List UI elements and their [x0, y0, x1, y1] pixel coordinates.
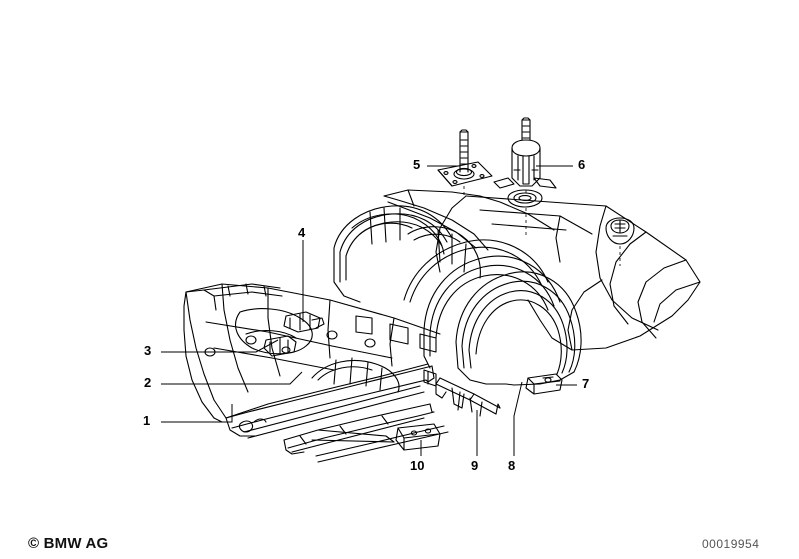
leader-2 — [161, 371, 303, 385]
leader-8 — [513, 381, 523, 456]
leader-3 — [161, 339, 279, 353]
callout-label-10: 10 — [410, 458, 425, 473]
callout-label-8: 8 — [508, 458, 516, 473]
diagram-reference-number: 00019954 — [702, 537, 760, 551]
leader-1 — [161, 404, 233, 423]
body-shell-assembly — [183, 117, 701, 463]
copyright-notice: © BMW AG — [28, 535, 109, 552]
callout-label-9: 9 — [471, 458, 479, 473]
callout-label-3: 3 — [144, 343, 152, 358]
callout-label-4: 4 — [298, 225, 306, 240]
callout-label-7: 7 — [582, 376, 590, 391]
callout-label-2: 2 — [144, 375, 152, 390]
callout-leader-lines — [161, 165, 577, 456]
callout-label-6: 6 — [578, 157, 586, 172]
callout-label-5: 5 — [413, 157, 421, 172]
callout-label-1: 1 — [143, 413, 151, 428]
assembly-centerlines — [463, 186, 621, 266]
